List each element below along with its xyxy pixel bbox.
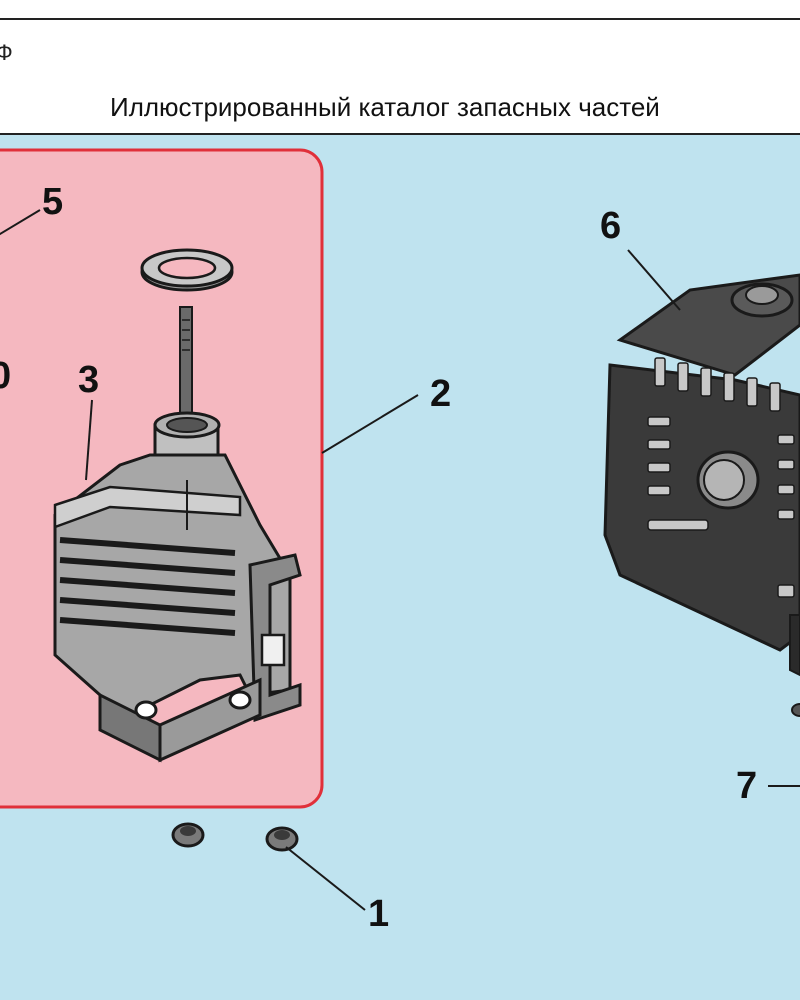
nut-part-2[interactable] [265, 826, 299, 852]
callout-2[interactable]: 2 [430, 373, 452, 415]
callout-3[interactable]: 3 [78, 359, 100, 401]
nut-part[interactable] [171, 822, 205, 848]
leader-line-6 [627, 249, 681, 311]
leader-line-3 [85, 399, 93, 481]
callout-1[interactable]: 1 [368, 893, 390, 935]
page-title: Иллюстрированный каталог запасных частей [110, 92, 660, 122]
gasket-ring-part[interactable] [140, 248, 234, 292]
callout-6[interactable]: 6 [600, 205, 622, 247]
leader-line-1 [285, 846, 366, 911]
cover-part[interactable] [53, 411, 302, 763]
leader-line-2 [321, 394, 419, 454]
header-bottom-rule [0, 133, 800, 135]
header-top-rule [0, 18, 800, 20]
muffler-part[interactable] [603, 273, 800, 717]
parts-diagram: 5 0 3 2 6 7 1 [0, 135, 800, 1000]
leader-line-5 [0, 209, 41, 236]
callout-7[interactable]: 7 [736, 765, 758, 807]
header-mark: Ф [0, 40, 13, 65]
callout-0[interactable]: 0 [0, 355, 12, 397]
callout-5[interactable]: 5 [42, 181, 64, 223]
diagram-drawing [0, 148, 800, 911]
